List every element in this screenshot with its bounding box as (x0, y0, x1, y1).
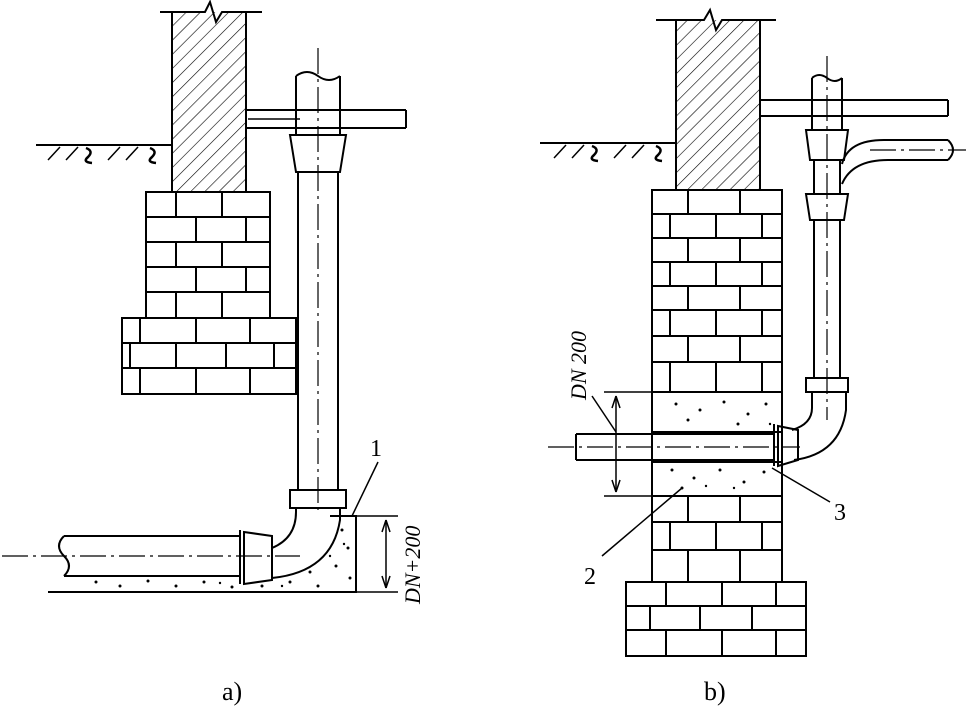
dimension-line-a (356, 515, 398, 593)
wall-a (160, 0, 262, 192)
callout-1: 1 (370, 436, 382, 462)
wall-branch-pipe-b (760, 99, 949, 117)
hub-a (239, 530, 273, 586)
vertical-riser-b (804, 56, 850, 420)
callout-leader-1 (351, 461, 379, 517)
dimension-line-b (591, 391, 652, 497)
callout-2: 2 (584, 564, 596, 590)
vertical-riser-a (288, 48, 348, 510)
callout-3: 3 (834, 500, 846, 526)
elbow-bend-b (791, 392, 847, 461)
elbow-bend-a (271, 508, 341, 579)
brick-column-b (651, 189, 783, 583)
footing-b (625, 581, 807, 657)
wall-branch-pipe-a (246, 109, 407, 129)
ground-line-a (36, 144, 172, 165)
caption-b: b) (704, 677, 726, 706)
dimension-label-a: DN+200 (400, 526, 425, 605)
brick-foundation-a (121, 191, 297, 395)
callout-leader-3 (771, 467, 831, 503)
concrete-base-a (48, 515, 357, 593)
wall-b (656, 7, 776, 190)
panel-a (2, 0, 407, 593)
ground-line-b (540, 142, 676, 163)
branch-curve-b (841, 139, 966, 185)
horizontal-pipe-b (548, 433, 800, 461)
sleeve-fill-b (652, 400, 782, 490)
dimension-label-b: DN 200 (566, 331, 591, 401)
panel-b (540, 7, 966, 657)
horizontal-pipe-a (2, 535, 300, 577)
callout-leader-2 (601, 487, 683, 557)
caption-a: a) (222, 677, 242, 706)
